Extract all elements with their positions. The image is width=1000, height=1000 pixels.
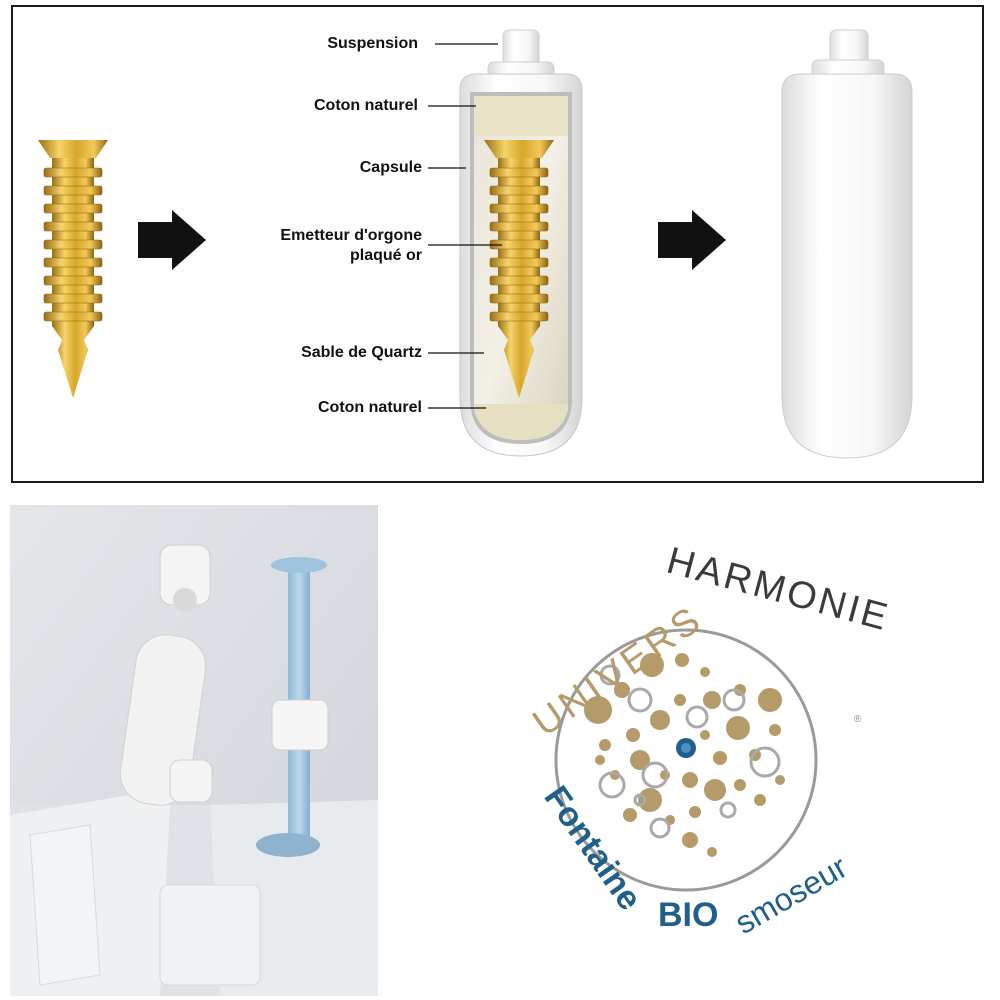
arrow-right-icon xyxy=(658,210,726,270)
logo-text: UNIVERS HARMONIE ® Fontaine BIO smoseur xyxy=(526,540,895,941)
logo-registered-mark: ® xyxy=(854,714,862,725)
leader-lines xyxy=(428,43,502,409)
gold-emitter-image xyxy=(37,139,109,399)
logo-fontaine-text: Fontaine xyxy=(537,779,649,917)
label-sable-de-quartz: Sable de Quartz xyxy=(301,344,422,361)
sealed-capsule-image xyxy=(781,29,913,459)
capsule-cross-section xyxy=(459,29,583,457)
label-suspension: Suspension xyxy=(327,35,418,52)
installation-photo xyxy=(10,505,378,996)
arrow-right-icon xyxy=(138,210,206,270)
logo-smoseur-text: smoseur xyxy=(729,848,854,941)
logo-univers-text: UNIVERS xyxy=(526,598,711,745)
label-coton-naturel-bottom: Coton naturel xyxy=(318,399,422,416)
label-capsule: Capsule xyxy=(359,159,422,176)
label-emetteur-line2: plaqué or xyxy=(349,247,422,264)
label-coton-naturel-top: Coton naturel xyxy=(314,97,418,114)
logo-bio-text: BIO xyxy=(658,896,718,934)
logo-graphic xyxy=(554,628,818,892)
label-emetteur-line1: Emetteur d'orgone xyxy=(280,227,422,244)
